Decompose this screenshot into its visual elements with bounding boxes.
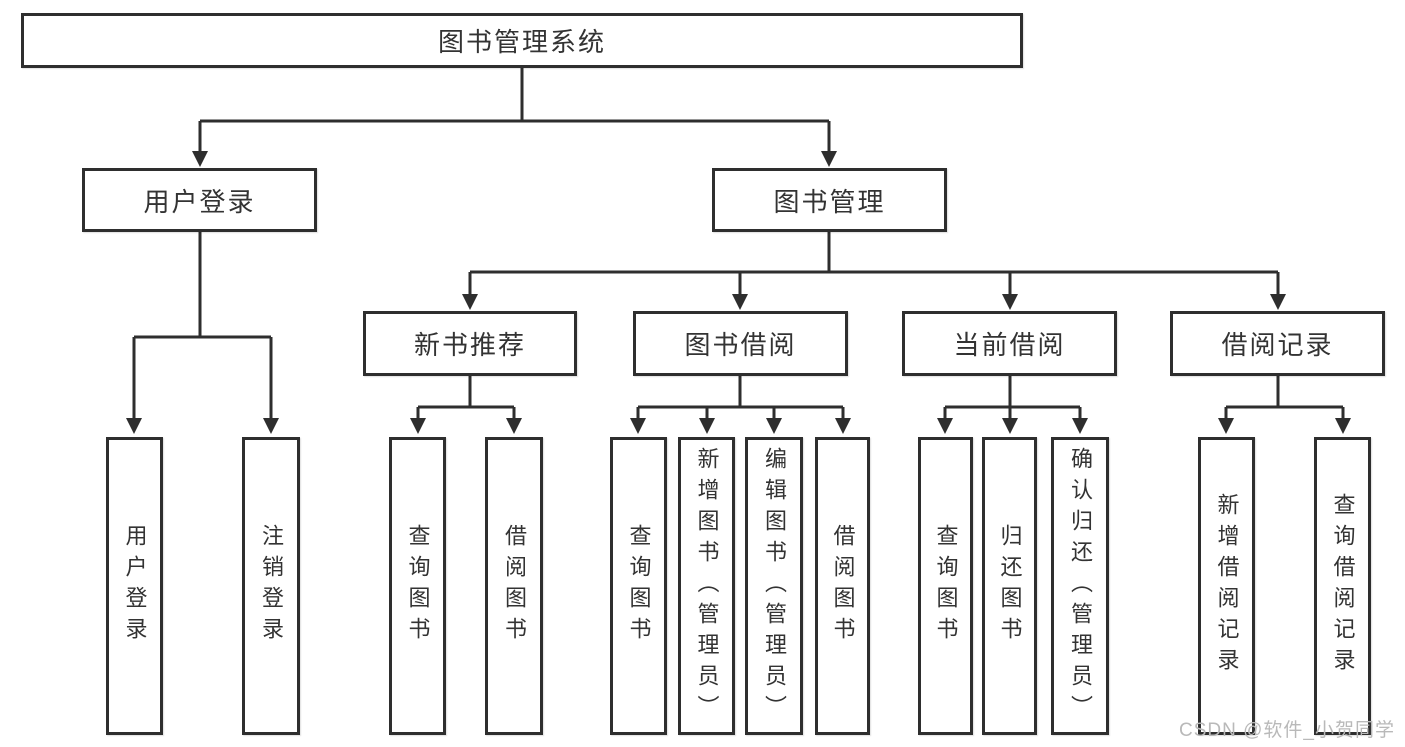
node-new-book-recommend-label: 新书推荐 bbox=[413, 330, 526, 360]
node-root-label: 图书管理系统 bbox=[437, 27, 606, 57]
node-borrow-records: 借阅记录 bbox=[1170, 311, 1385, 376]
node-root: 图书管理系统 bbox=[21, 13, 1023, 68]
leaf-add-borrow-record: 新增借阅记录 bbox=[1198, 437, 1255, 735]
leaf-query-books-recommend: 查询图书 bbox=[389, 437, 446, 735]
leaf-edit-book-admin: 编辑图书（管理员） bbox=[745, 437, 803, 735]
leaf-user-login: 用户登录 bbox=[106, 437, 163, 735]
arrowheads bbox=[126, 151, 1351, 434]
node-current-borrow: 当前借阅 bbox=[902, 311, 1117, 376]
node-book-management-label: 图书管理 bbox=[773, 186, 886, 217]
leaf-borrow-books-recommend: 借阅图书 bbox=[485, 437, 543, 735]
leaf-add-borrow-record-label: 新增借阅记录 bbox=[1214, 493, 1240, 679]
leaf-logout-label: 注销登录 bbox=[259, 524, 284, 648]
leaf-add-book-admin-label: 新增图书（管理员） bbox=[694, 446, 720, 726]
node-new-book-recommend: 新书推荐 bbox=[363, 311, 577, 376]
node-book-borrow-label: 图书借阅 bbox=[684, 330, 797, 360]
node-current-borrow-label: 当前借阅 bbox=[953, 330, 1066, 360]
leaf-query-books-current-label: 查询图书 bbox=[933, 524, 959, 648]
leaf-borrow-books-label: 借阅图书 bbox=[830, 524, 856, 648]
node-user-login-label: 用户登录 bbox=[143, 186, 256, 217]
leaf-edit-book-admin-label: 编辑图书（管理员） bbox=[762, 446, 787, 726]
watermark: CSDN @软件_小贺同学 bbox=[1179, 720, 1395, 741]
node-user-login: 用户登录 bbox=[82, 168, 317, 232]
leaf-query-books-recommend-label: 查询图书 bbox=[405, 524, 431, 648]
leaf-add-book-admin: 新增图书（管理员） bbox=[678, 437, 735, 735]
leaf-confirm-return-admin-label: 确认归还（管理员） bbox=[1068, 446, 1093, 726]
node-book-borrow: 图书借阅 bbox=[633, 311, 848, 376]
node-book-management: 图书管理 bbox=[712, 168, 947, 232]
node-borrow-records-label: 借阅记录 bbox=[1221, 330, 1334, 360]
leaf-logout: 注销登录 bbox=[242, 437, 300, 735]
leaf-borrow-books: 借阅图书 bbox=[815, 437, 870, 735]
leaf-return-book-label: 归还图书 bbox=[997, 524, 1023, 648]
leaf-query-books-borrow-label: 查询图书 bbox=[626, 524, 652, 648]
leaf-query-borrow-record: 查询借阅记录 bbox=[1314, 437, 1371, 735]
leaf-user-login-label: 用户登录 bbox=[122, 524, 148, 648]
connector-strokes bbox=[132, 66, 1345, 420]
leaf-return-book: 归还图书 bbox=[982, 437, 1037, 735]
leaf-borrow-books-recommend-label: 借阅图书 bbox=[502, 524, 527, 648]
leaf-query-books-current: 查询图书 bbox=[918, 437, 973, 735]
leaf-query-borrow-record-label: 查询借阅记录 bbox=[1330, 493, 1356, 679]
leaf-query-books-borrow: 查询图书 bbox=[610, 437, 667, 735]
leaf-confirm-return-admin: 确认归还（管理员） bbox=[1051, 437, 1109, 735]
